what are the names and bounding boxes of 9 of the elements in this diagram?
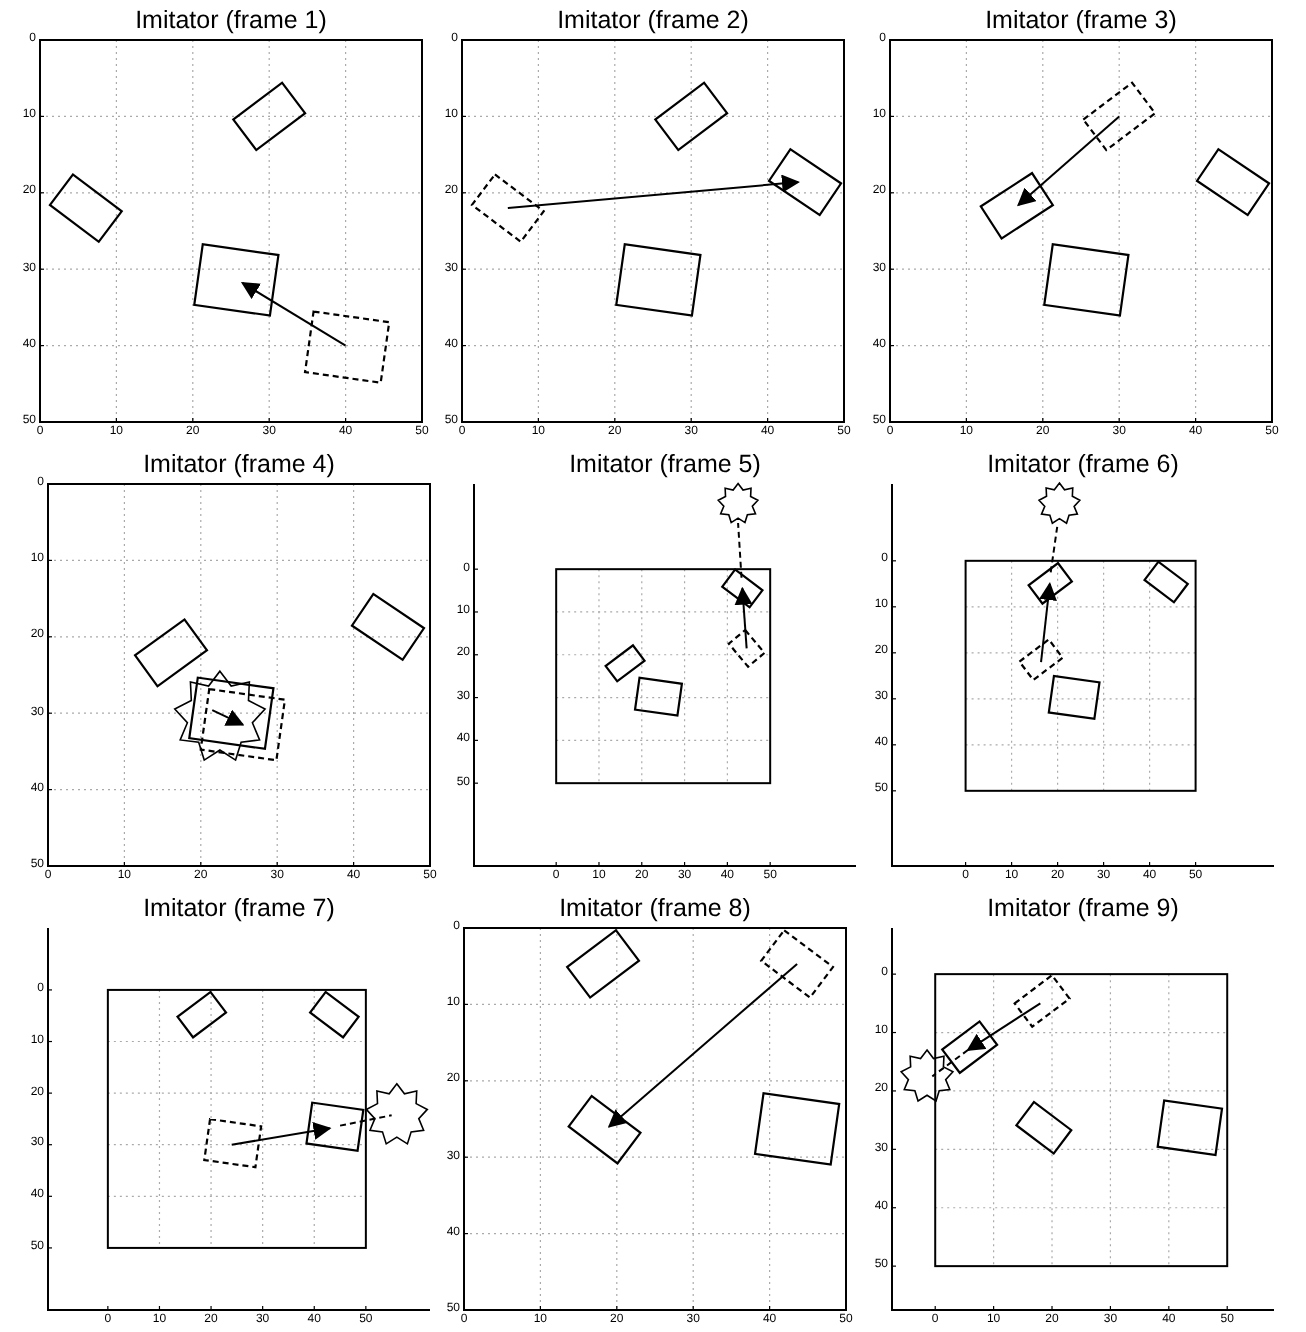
plot-title: Imitator (frame 7) — [143, 894, 335, 922]
plot-title: Imitator (frame 5) — [569, 450, 761, 478]
plot-title: Imitator (frame 2) — [557, 6, 749, 34]
plot-title: Imitator (frame 1) — [135, 6, 327, 34]
plot-title: Imitator (frame 6) — [987, 450, 1179, 478]
plot-title: Imitator (frame 3) — [985, 6, 1177, 34]
plot-title: Imitator (frame 8) — [559, 894, 751, 922]
plot-title: Imitator (frame 9) — [987, 894, 1179, 922]
plot-title: Imitator (frame 4) — [143, 450, 335, 478]
